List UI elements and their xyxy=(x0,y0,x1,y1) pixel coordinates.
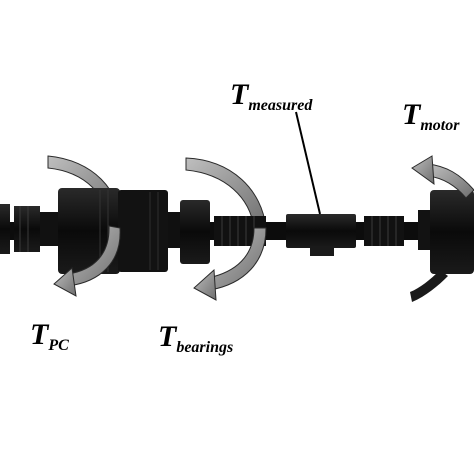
t-motor-label: Tmotor xyxy=(402,98,460,134)
motor-unit xyxy=(418,190,474,274)
torque-sensor xyxy=(286,214,356,256)
left-coupling xyxy=(0,204,58,254)
motor-rotation-arrow xyxy=(410,155,474,302)
t-bearings-label: Tbearings xyxy=(158,320,233,356)
t-measured-label: Tmeasured xyxy=(230,78,313,114)
motor-coupling xyxy=(364,216,404,246)
t-pc-label: TPC xyxy=(30,318,69,354)
bearings-rotation-arrow xyxy=(193,227,267,301)
measured-pointer-line xyxy=(295,111,321,215)
pc-rotation-arrow xyxy=(53,225,121,297)
